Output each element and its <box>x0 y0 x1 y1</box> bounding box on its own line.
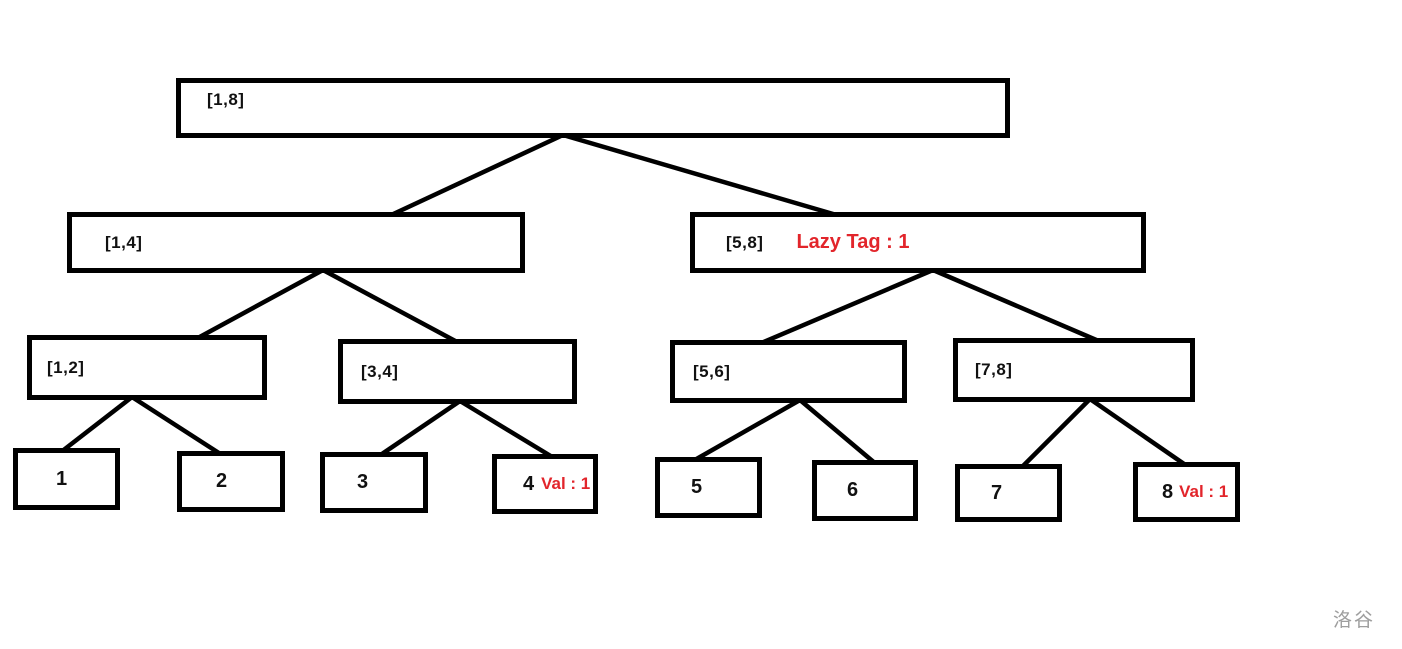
node-range-1-8-label: [1,8] <box>207 89 245 109</box>
node-range-1-4: [1,4] <box>67 212 525 273</box>
leaf-node-2-label: 2 <box>216 470 228 492</box>
leaf-node-1: 1 <box>13 448 120 510</box>
lazy-tag-annotation: Lazy Tag : 1 <box>796 231 910 253</box>
edge-root-to-5-8 <box>562 132 841 219</box>
edge-1-4-to-3-4 <box>321 268 461 345</box>
edge-3-4-to-leaf4 <box>458 399 556 460</box>
leaf-node-5: 5 <box>655 457 762 518</box>
leaf-node-5-label: 5 <box>691 476 703 498</box>
edge-root-to-1-4 <box>388 132 564 219</box>
edge-1-4-to-1-2 <box>194 268 325 341</box>
leaf-node-8-label: 8 <box>1162 480 1174 503</box>
edge-1-2-to-leaf2 <box>130 395 224 457</box>
leaf-node-6-label: 6 <box>847 479 859 501</box>
node-range-5-8: [5,8] Lazy Tag : 1 <box>690 212 1146 273</box>
node-range-5-8-label: [5,8] <box>726 232 764 252</box>
node-range-7-8-label: [7,8] <box>975 360 1013 379</box>
leaf-node-8-val-annotation: Val : 1 <box>1179 482 1229 501</box>
node-range-1-8: [1,8] <box>176 78 1010 138</box>
leaf-node-2: 2 <box>177 451 285 512</box>
edge-7-8-to-leaf8 <box>1088 397 1189 468</box>
edge-5-8-to-7-8 <box>932 267 1102 345</box>
node-range-5-6: [5,6] <box>670 340 907 403</box>
edge-5-6-to-leaf6 <box>798 398 878 466</box>
leaf-node-7: 7 <box>955 464 1062 522</box>
leaf-node-3: 3 <box>320 452 428 513</box>
edge-5-8-to-5-6 <box>758 267 934 347</box>
leaf-node-4-label: 4 <box>523 472 535 495</box>
leaf-node-7-label: 7 <box>991 481 1003 504</box>
edge-7-8-to-leaf7 <box>1019 397 1092 470</box>
node-range-3-4-label: [3,4] <box>361 361 399 381</box>
node-range-5-6-label: [5,6] <box>693 361 731 381</box>
leaf-node-1-label: 1 <box>56 467 68 490</box>
edge-5-6-to-leaf5 <box>691 398 802 463</box>
node-range-1-2: [1,2] <box>27 335 267 400</box>
node-range-1-4-label: [1,4] <box>105 232 143 252</box>
node-range-7-8: [7,8] <box>953 338 1195 402</box>
leaf-node-4-val-annotation: Val : 1 <box>541 474 591 493</box>
node-range-3-4: [3,4] <box>338 339 577 404</box>
leaf-node-3-label: 3 <box>357 471 369 493</box>
leaf-node-4: 4 Val : 1 <box>492 454 598 514</box>
edge-1-2-to-leaf1 <box>59 395 134 454</box>
luogu-watermark: 洛谷 <box>1333 610 1376 631</box>
leaf-node-6: 6 <box>812 460 918 521</box>
node-range-1-2-label: [1,2] <box>47 357 85 377</box>
edge-3-4-to-leaf3 <box>377 399 462 458</box>
leaf-node-8: 8 Val : 1 <box>1133 462 1240 522</box>
